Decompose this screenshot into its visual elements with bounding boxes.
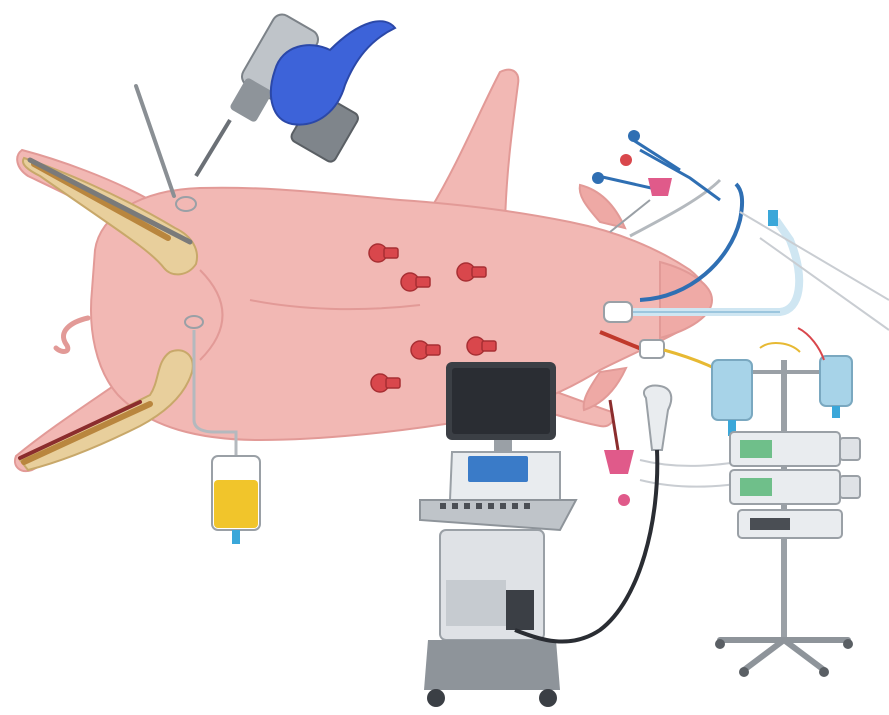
infusion-pump-icon: [730, 432, 860, 538]
